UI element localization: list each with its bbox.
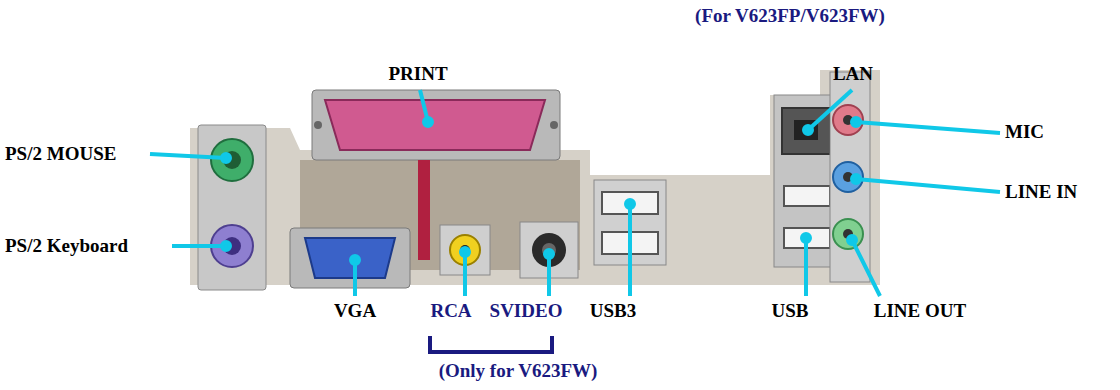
- port-label: MIC: [1005, 121, 1044, 143]
- line-out-jack: [833, 219, 863, 249]
- port-label: RCA: [430, 300, 471, 322]
- print-shell: [312, 90, 560, 160]
- leader-line: [856, 179, 1000, 192]
- leader-dot: [351, 256, 359, 264]
- note-label: (For V623FP/V623FW): [695, 5, 885, 27]
- leader-dot: [802, 234, 810, 242]
- line-in-jack: [833, 162, 863, 192]
- leader-dot: [545, 250, 553, 258]
- leader-line: [628, 204, 632, 296]
- vga-port: [305, 238, 395, 278]
- mic-jack: [833, 105, 863, 135]
- screw: [314, 121, 322, 129]
- leader-line: [852, 240, 880, 296]
- port-label: LINE IN: [1005, 181, 1077, 203]
- leader-dot: [804, 126, 812, 134]
- leader-line: [547, 254, 551, 296]
- leader-line: [804, 238, 808, 296]
- port-label: LINE OUT: [874, 300, 966, 322]
- svideo-center: [542, 243, 556, 257]
- port-label: PS/2 Keyboard: [5, 235, 128, 257]
- bracket: [430, 336, 552, 352]
- leader-dot: [848, 236, 856, 244]
- port-label: USB: [772, 300, 809, 322]
- note-label: (Only for V623FW): [439, 360, 598, 382]
- leader-line: [463, 252, 467, 296]
- rca-center: [460, 245, 470, 255]
- port-label: LAN: [833, 63, 873, 85]
- port-label: PRINT: [388, 63, 447, 85]
- leader-line: [150, 154, 226, 158]
- leader-line: [856, 122, 1000, 133]
- leader-line: [172, 244, 226, 248]
- leader-dot: [852, 118, 860, 126]
- leader-line: [808, 90, 852, 130]
- leader-dot: [852, 175, 860, 183]
- riser: [418, 160, 430, 260]
- leader-dot: [626, 200, 634, 208]
- leader-dot: [424, 118, 432, 126]
- ps2-housing: [198, 125, 266, 290]
- lan-usb-housing: [774, 95, 838, 267]
- ps2-pin-hole: [223, 151, 241, 169]
- leader-dot: [222, 154, 230, 162]
- leader-dot: [222, 242, 230, 250]
- leader-lines: [150, 90, 1000, 296]
- port-label: SVIDEO: [490, 300, 563, 322]
- usb-port: [784, 186, 830, 206]
- port-label: USB3: [590, 300, 636, 322]
- screw: [550, 121, 558, 129]
- leader-dot: [461, 248, 469, 256]
- ps2-mouse-port: [211, 139, 253, 181]
- port-label: VGA: [334, 300, 376, 322]
- print-port: [325, 100, 545, 150]
- port-label: PS/2 MOUSE: [5, 143, 116, 165]
- ps2-pin-hole: [223, 237, 241, 255]
- vga-shell: [290, 228, 410, 288]
